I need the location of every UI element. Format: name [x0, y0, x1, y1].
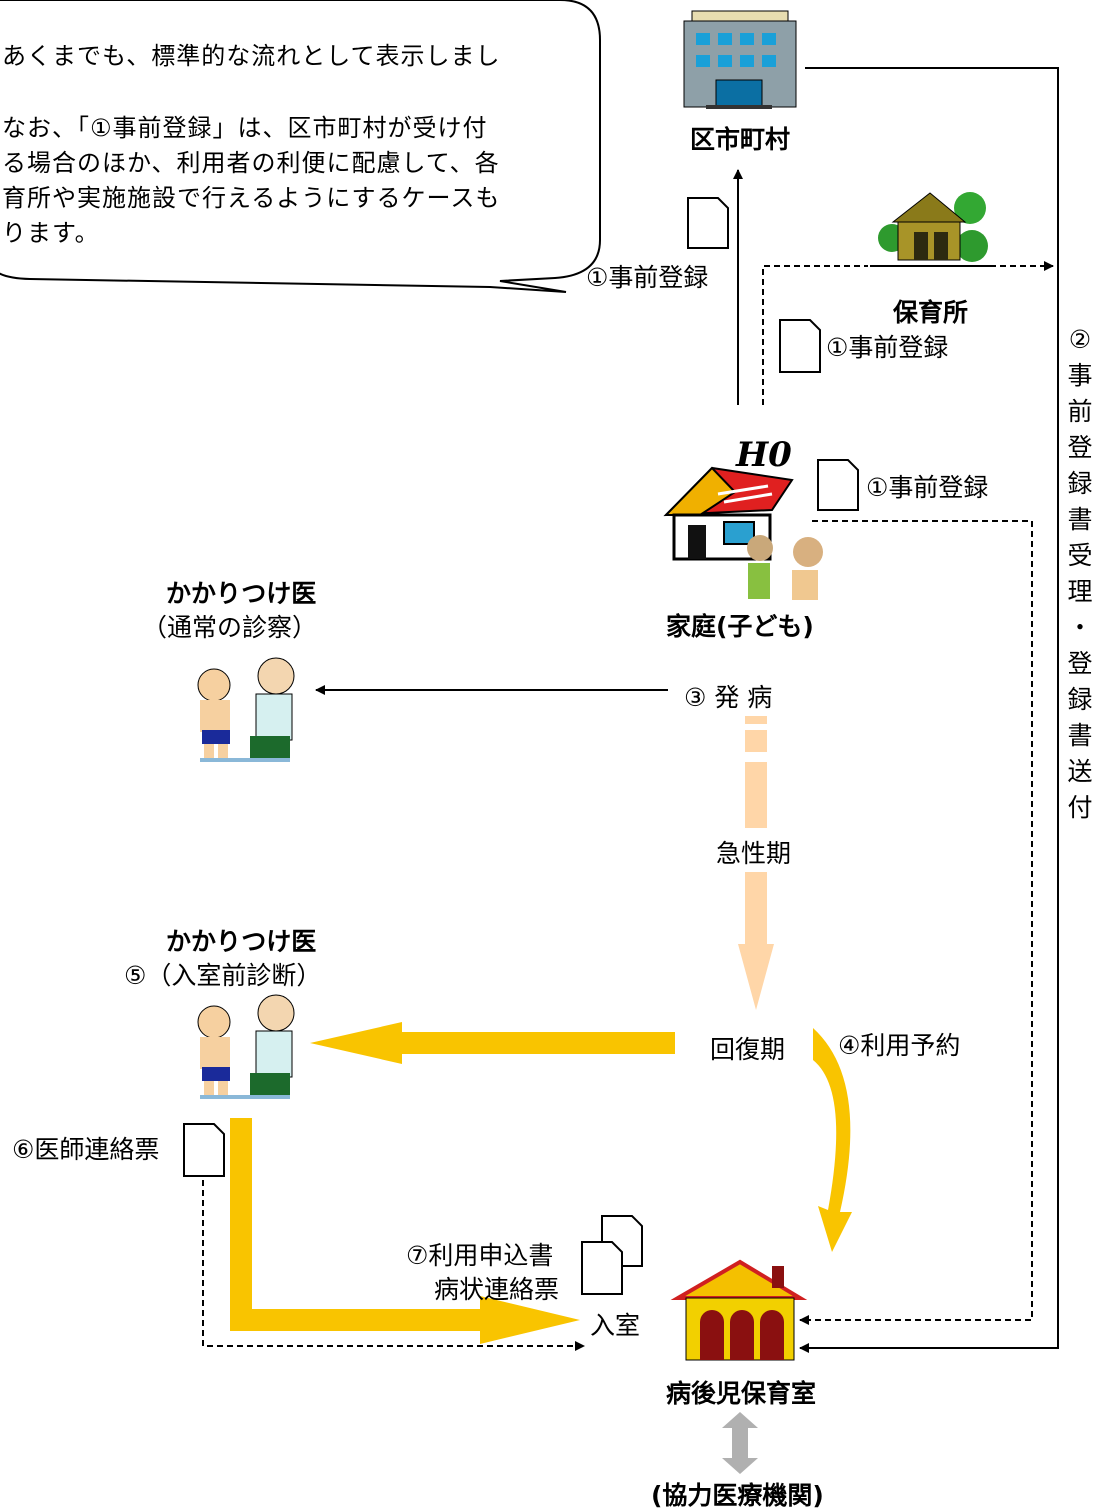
vertical-char: 付 [1067, 793, 1093, 822]
label-application-2: 病状連絡票 [434, 1275, 560, 1304]
vertical-char: 送 [1067, 757, 1093, 786]
doc-icon-nursery [779, 319, 821, 373]
vertical-char: 録 [1067, 469, 1093, 498]
label-recovery: 回復期 [710, 1035, 786, 1064]
vertical-char: 事 [1067, 361, 1093, 390]
label-doctor-top-sub: （通常の診察） [142, 613, 318, 642]
note-line-4: る場合のほか、利用者の利便に配慮して、各 [2, 149, 500, 177]
municipality-building-icon [683, 10, 797, 109]
arrow-municipality-to-facility [799, 67, 1059, 1353]
label-municipality: 区市町村 [690, 125, 791, 154]
label-prereg-home: ①事前登録 [866, 473, 989, 502]
nursery-building-icon [870, 192, 990, 267]
doctor-top-icon [197, 657, 295, 762]
label-prereg-municipality: ①事前登録 [586, 263, 709, 292]
label-nursery: 保育所 [893, 298, 969, 327]
house-sign: H0 [735, 435, 792, 475]
doc-icon-application [581, 1215, 643, 1295]
label-facility: 病後児保育室 [666, 1379, 817, 1408]
note-bubble [0, 0, 601, 293]
label-application-1: ⑦利用申込書 [406, 1241, 554, 1270]
label-partner: (協力医療機関) [651, 1481, 824, 1510]
vertical-char: ② [1068, 325, 1092, 354]
facility-building-icon [670, 1259, 808, 1361]
doctor-mid-icon [197, 994, 295, 1099]
partner-double-arrow [722, 1412, 758, 1474]
vertical-char: 書 [1067, 505, 1093, 534]
label-reservation: ④利用予約 [838, 1031, 961, 1060]
vertical-char: 前 [1067, 397, 1093, 426]
vertical-char: 録 [1067, 685, 1093, 714]
doc-icon-home [817, 459, 859, 511]
label-doctor-mid-sub: ⑤（入室前診断） [124, 961, 322, 990]
note-line-1: あくまでも、標準的な流れとして表示しまし [2, 42, 501, 70]
vertical-char: 理 [1067, 577, 1093, 606]
arrow-home-to-facility [799, 520, 1033, 1325]
arrow-doctor-note [202, 1180, 585, 1351]
arrow-reservation [813, 1028, 852, 1252]
doc-icon-municipality [687, 197, 729, 249]
arrow-recovery-to-doctor [310, 1022, 675, 1064]
label-home: 家庭(子ども) [666, 612, 814, 641]
label-doctor-mid: かかりつけ医 [166, 927, 317, 956]
vertical-char: 書 [1067, 721, 1093, 750]
label-onset: ③ 発 病 [684, 683, 773, 712]
note-line-6: ります。 [2, 219, 100, 247]
note-line-5: 育所や実施施設で行えるようにするケースも [2, 184, 501, 212]
doc-icon-doctor-note [183, 1123, 225, 1177]
vertical-char: 登 [1067, 433, 1093, 462]
vertical-char: 受 [1067, 541, 1093, 570]
arrow-doctor-to-entry [230, 1118, 580, 1344]
label-doctor-top: かかりつけ医 [166, 579, 317, 608]
label-entry: 入室 [590, 1311, 641, 1340]
vertical-char: 登 [1067, 649, 1093, 678]
home-house-icon [663, 466, 823, 600]
label-acute: 急性期 [716, 834, 792, 870]
vertical-char: ・ [1067, 613, 1093, 642]
label-doctor-note: ⑥医師連絡票 [12, 1135, 160, 1164]
note-line-3: なお、「①事前登録」は、区市町村が受け付 [2, 114, 488, 142]
acute-period-arrow [738, 716, 774, 1010]
label-prereg-nursery: ①事前登録 [826, 333, 949, 362]
